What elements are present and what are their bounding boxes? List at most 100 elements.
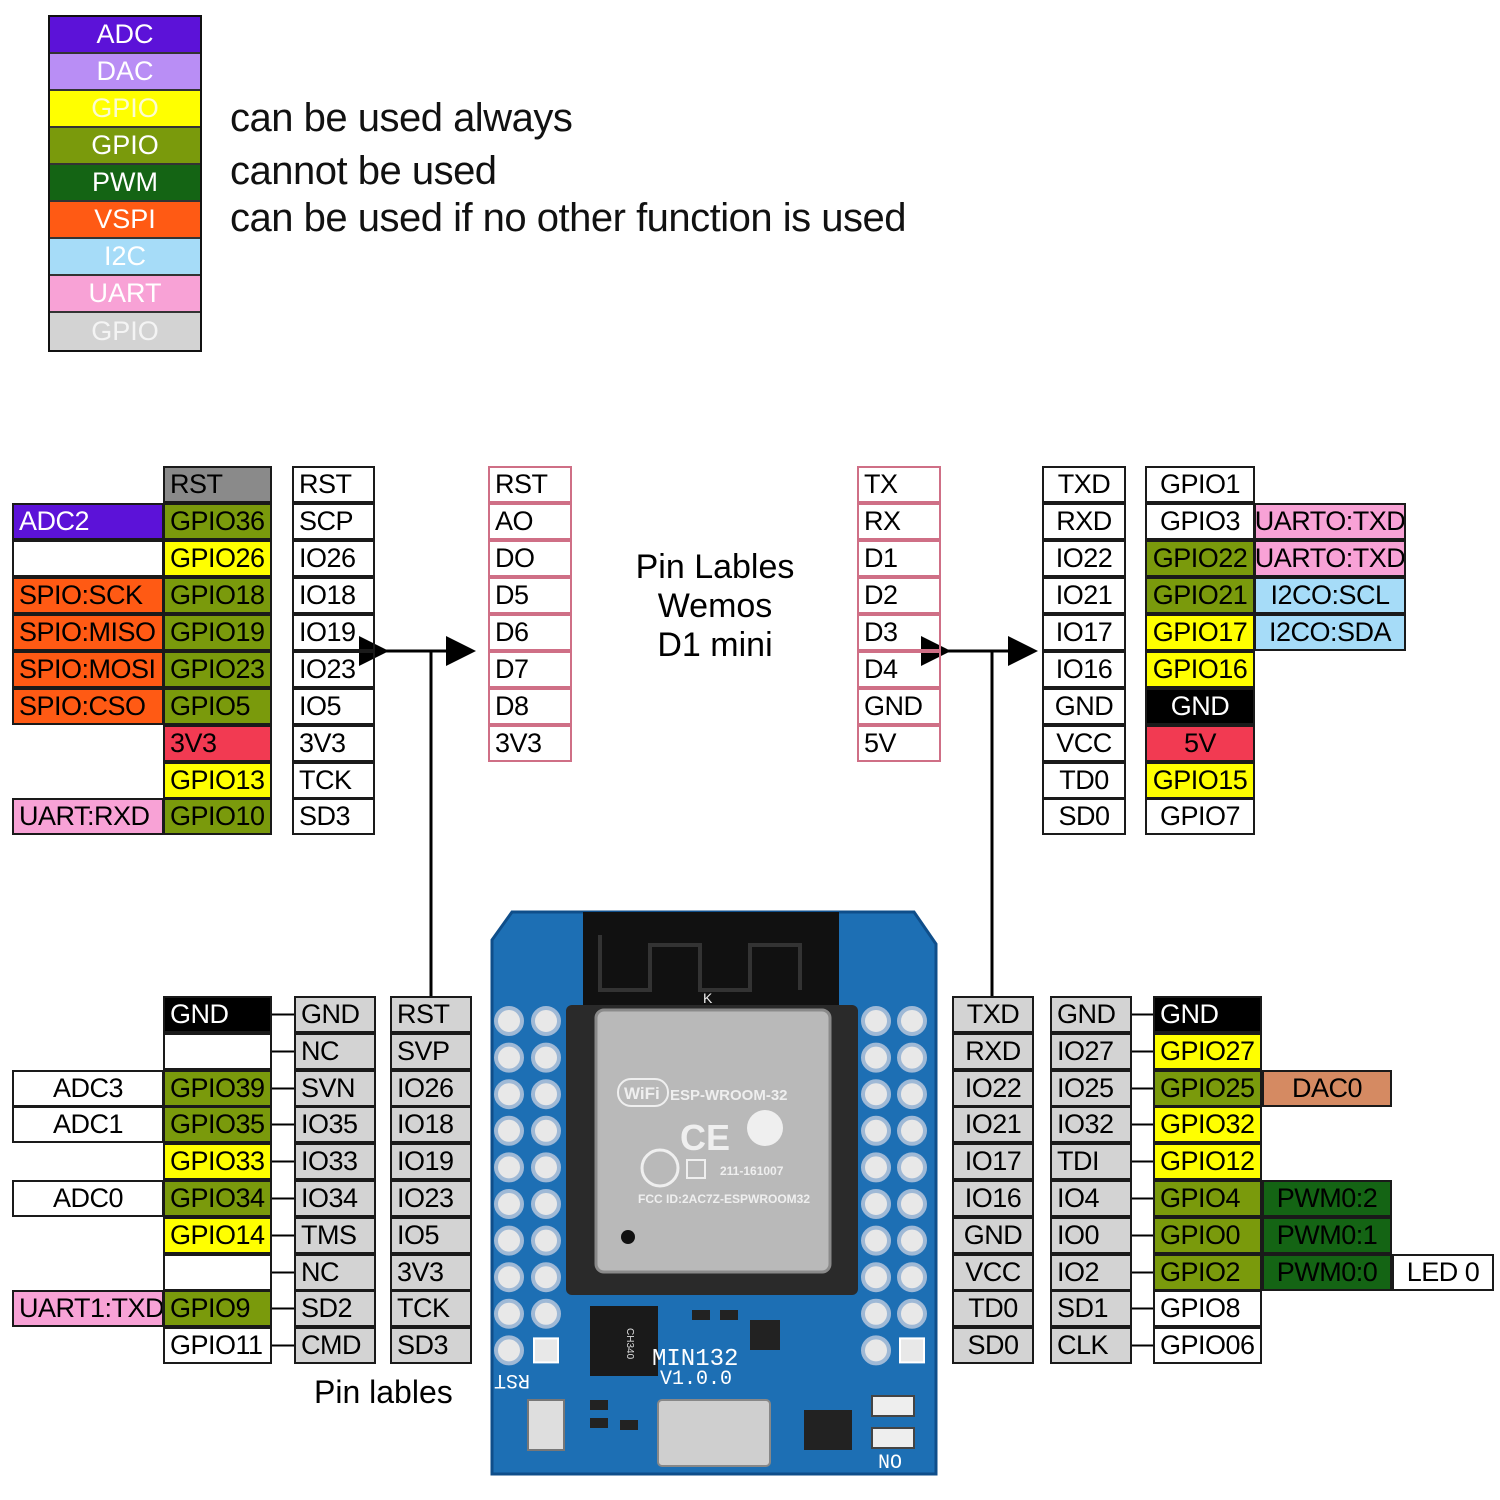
legend-item-gpio-3: GPIO bbox=[50, 128, 200, 165]
tl-function-4: SPIO:MISO bbox=[12, 614, 164, 651]
br-extra-7: LED 0 bbox=[1392, 1254, 1494, 1291]
tl-function-6: SPIO:CSO bbox=[12, 688, 164, 725]
br-label-inner-0: TXD bbox=[952, 996, 1034, 1033]
br-label-inner-5: IO16 bbox=[952, 1180, 1034, 1217]
br-gpio-5: GPIO4 bbox=[1153, 1180, 1262, 1217]
tr-wemos-2: D1 bbox=[857, 540, 941, 577]
bl-label-inner-9: SD3 bbox=[390, 1327, 472, 1364]
center-title-line-1: Pin Lables bbox=[635, 548, 795, 586]
br-label-outer-1: IO27 bbox=[1050, 1033, 1132, 1070]
bl-gpio-1 bbox=[163, 1033, 272, 1070]
br-gpio-3: GPIO32 bbox=[1153, 1106, 1262, 1143]
tl-gpio-3: GPIO18 bbox=[163, 577, 272, 614]
br-gpio-1: GPIO27 bbox=[1153, 1033, 1262, 1070]
tl-label-0: RST bbox=[292, 466, 375, 503]
tl-gpio-1: GPIO36 bbox=[163, 503, 272, 540]
bl-function-8: UART1:TXD bbox=[12, 1290, 164, 1327]
bl-label-outer-7: NC bbox=[294, 1254, 376, 1291]
tl-label-3: IO18 bbox=[292, 577, 375, 614]
tr-wemos-4: D3 bbox=[857, 614, 941, 651]
tl-wemos-4: D6 bbox=[488, 614, 572, 651]
br-label-inner-4: IO17 bbox=[952, 1143, 1034, 1180]
bl-label-inner-1: SVP bbox=[390, 1033, 472, 1070]
tr-function-1: UARTO:TXD bbox=[1254, 503, 1406, 540]
tr-function-4: I2CO:SDA bbox=[1254, 614, 1406, 651]
tr-wemos-5: D4 bbox=[857, 651, 941, 688]
bl-gpio-0: GND bbox=[163, 996, 272, 1033]
legend-item-pwm-4: PWM bbox=[50, 165, 200, 202]
tl-wemos-1: AO bbox=[488, 503, 572, 540]
br-gpio-9: GPIO06 bbox=[1153, 1327, 1262, 1364]
tl-gpio-4: GPIO19 bbox=[163, 614, 272, 651]
bl-label-inner-2: IO26 bbox=[390, 1070, 472, 1107]
legend-item-adc-0: ADC bbox=[50, 17, 200, 54]
br-gpio-0: GND bbox=[1153, 996, 1262, 1033]
tr-wemos-0: TX bbox=[857, 466, 941, 503]
br-gpio-4: GPIO12 bbox=[1153, 1143, 1262, 1180]
tl-label-9: SD3 bbox=[292, 798, 375, 835]
bl-label-outer-4: IO33 bbox=[294, 1143, 376, 1180]
tr-gpio-7: 5V bbox=[1145, 725, 1255, 762]
tr-label-8: TD0 bbox=[1042, 762, 1126, 799]
bl-label-outer-3: IO35 bbox=[294, 1106, 376, 1143]
bl-label-outer-9: CMD bbox=[294, 1327, 376, 1364]
br-function-2: DAC0 bbox=[1262, 1070, 1392, 1107]
tr-label-7: VCC bbox=[1042, 725, 1126, 762]
bl-label-inner-5: IO23 bbox=[390, 1180, 472, 1217]
tl-label-6: IO5 bbox=[292, 688, 375, 725]
bl-label-outer-0: GND bbox=[294, 996, 376, 1033]
tl-wemos-2: DO bbox=[488, 540, 572, 577]
bl-gpio-2: GPIO39 bbox=[163, 1070, 272, 1107]
note-cannot: cannot be used bbox=[230, 149, 497, 193]
tr-label-3: IO21 bbox=[1042, 577, 1126, 614]
tr-gpio-9: GPIO7 bbox=[1145, 798, 1255, 835]
tl-wemos-6: D8 bbox=[488, 688, 572, 725]
center-title: Pin Lables Wemos D1 mini bbox=[605, 548, 825, 665]
bl-function-5: ADC0 bbox=[12, 1180, 164, 1217]
tr-label-0: TXD bbox=[1042, 466, 1126, 503]
br-label-inner-7: VCC bbox=[952, 1254, 1034, 1291]
br-label-inner-2: IO22 bbox=[952, 1070, 1034, 1107]
legend-item-dac-1: DAC bbox=[50, 54, 200, 91]
tl-label-1: SCP bbox=[292, 503, 375, 540]
bl-gpio-7 bbox=[163, 1254, 272, 1291]
br-label-inner-6: GND bbox=[952, 1217, 1034, 1254]
legend-item-uart-7: UART bbox=[50, 276, 200, 313]
bl-label-inner-3: IO18 bbox=[390, 1106, 472, 1143]
legend-item-vspi-5: VSPI bbox=[50, 202, 200, 239]
bl-label-outer-8: SD2 bbox=[294, 1290, 376, 1327]
br-gpio-7: GPIO2 bbox=[1153, 1254, 1262, 1291]
tr-gpio-2: GPIO22 bbox=[1145, 540, 1255, 577]
connector-ticks bbox=[272, 1013, 1153, 1347]
bl-label-outer-6: TMS bbox=[294, 1217, 376, 1254]
tr-gpio-8: GPIO15 bbox=[1145, 762, 1255, 799]
tl-gpio-7: 3V3 bbox=[163, 725, 272, 762]
tr-gpio-6: GND bbox=[1145, 688, 1255, 725]
tl-function-5: SPIO:MOSI bbox=[12, 651, 164, 688]
bl-label-inner-7: 3V3 bbox=[390, 1254, 472, 1291]
br-label-outer-4: TDI bbox=[1050, 1143, 1132, 1180]
br-gpio-8: GPIO8 bbox=[1153, 1290, 1262, 1327]
tl-wemos-5: D7 bbox=[488, 651, 572, 688]
tl-gpio-0: RST bbox=[163, 466, 272, 503]
tr-function-3: I2CO:SCL bbox=[1254, 577, 1406, 614]
bl-gpio-5: GPIO34 bbox=[163, 1180, 272, 1217]
br-label-inner-3: IO21 bbox=[952, 1106, 1034, 1143]
tl-gpio-8: GPIO13 bbox=[163, 762, 272, 799]
tr-function-2: UARTO:TXD bbox=[1254, 540, 1406, 577]
br-label-outer-8: SD1 bbox=[1050, 1290, 1132, 1327]
br-function-7: PWM0:0 bbox=[1262, 1254, 1392, 1291]
center-title-line-3: D1 mini bbox=[657, 626, 773, 664]
br-label-outer-0: GND bbox=[1050, 996, 1132, 1033]
bl-gpio-4: GPIO33 bbox=[163, 1143, 272, 1180]
br-label-outer-3: IO32 bbox=[1050, 1106, 1132, 1143]
bl-label-inner-4: IO19 bbox=[390, 1143, 472, 1180]
bl-label-inner-8: TCK bbox=[390, 1290, 472, 1327]
bl-label-inner-0: RST bbox=[390, 996, 472, 1033]
br-label-outer-7: IO2 bbox=[1050, 1254, 1132, 1291]
br-label-inner-9: SD0 bbox=[952, 1327, 1034, 1364]
note-conditional: can be used if no other function is used bbox=[230, 196, 907, 240]
tl-function-1: ADC2 bbox=[12, 503, 164, 540]
